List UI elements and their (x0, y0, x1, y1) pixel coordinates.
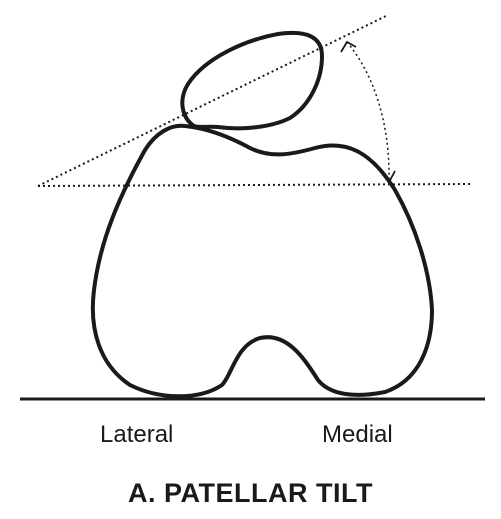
medial-label: Medial (322, 421, 393, 449)
figure-caption: A. PATELLAR TILT (0, 478, 501, 509)
patellar-axis-line (38, 16, 386, 186)
lateral-label: Lateral (100, 421, 173, 449)
horizontal-reference-line (38, 184, 470, 186)
femur-condyles-outline (93, 126, 432, 397)
patella-outline (182, 33, 322, 128)
